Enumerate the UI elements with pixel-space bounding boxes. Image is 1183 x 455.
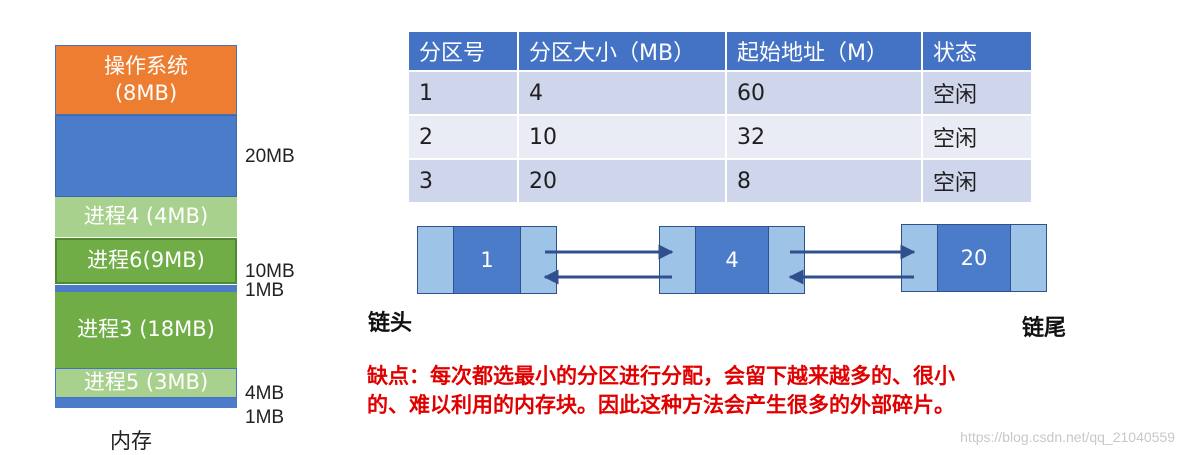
list-tail-label: 链尾 <box>1022 316 1067 341</box>
table-cell: 3 <box>407 158 519 204</box>
process4-block: 进程4 (4MB) <box>55 197 237 237</box>
node-value: 4 <box>696 227 768 293</box>
node-value: 1 <box>454 227 520 293</box>
process6-label: 进程6(9MB) <box>87 248 205 273</box>
list-node: 4 <box>659 226 805 294</box>
node-prev-pointer <box>418 227 454 293</box>
memory-caption: 内存 <box>110 429 152 453</box>
table-header: 状态 <box>921 30 1033 72</box>
table-cell: 8 <box>725 158 923 204</box>
node-next-pointer <box>1010 225 1046 291</box>
table-row: 3 20 8 空闲 <box>407 158 1033 204</box>
table-cell: 2 <box>407 114 519 160</box>
process3-label: 进程3 (18MB) <box>77 317 215 342</box>
table-header-row: 分区号 分区大小（MB） 起始地址（M） 状态 <box>407 30 1033 72</box>
size-label-1mb-a: 1MB <box>245 280 285 301</box>
table-header: 起始地址（M） <box>725 30 923 72</box>
list-node: 1 <box>417 226 557 294</box>
size-label-10mb: 10MB <box>245 261 295 282</box>
table-row: 1 4 60 空闲 <box>407 70 1033 116</box>
process3-block: 进程3 (18MB) <box>55 292 237 368</box>
drawback-note: 缺点：每次都选最小的分区进行分配，会留下越来越多的、很小 的、难以利用的内存块。… <box>367 362 1147 421</box>
process6-block: 进程6(9MB) <box>55 238 237 284</box>
table-row: 2 10 32 空闲 <box>407 114 1033 160</box>
table-header: 分区大小（MB） <box>517 30 727 72</box>
table-cell: 10 <box>517 114 727 160</box>
table-cell: 1 <box>407 70 519 116</box>
table-cell: 空闲 <box>921 114 1033 160</box>
table-cell: 20 <box>517 158 727 204</box>
table-header: 分区号 <box>407 30 519 72</box>
free-block-1mb-a <box>55 285 237 292</box>
node-prev-pointer <box>660 227 696 293</box>
list-node: 20 <box>901 224 1047 292</box>
table-cell: 60 <box>725 70 923 116</box>
size-label-4mb: 4MB <box>245 383 285 404</box>
process5-label: 进程5 (3MB) <box>83 370 209 395</box>
process4-label: 进程4 (4MB) <box>83 204 209 229</box>
os-block: 操作系统 (8MB) <box>55 45 237 115</box>
free-block-20mb <box>55 115 237 197</box>
note-line: 的、难以利用的内存块。因此这种方法会产生很多的外部碎片。 <box>367 393 955 418</box>
process5-block: 进程5 (3MB) <box>55 368 237 398</box>
size-label-1mb-b: 1MB <box>245 407 285 428</box>
node-value: 20 <box>938 225 1010 291</box>
table-cell: 4 <box>517 70 727 116</box>
table-cell: 空闲 <box>921 158 1033 204</box>
list-head-label: 链头 <box>368 311 413 336</box>
watermark: https://blog.csdn.net/qq_21040559 <box>960 429 1175 445</box>
note-line: 缺点：每次都选最小的分区进行分配，会留下越来越多的、很小 <box>367 364 955 388</box>
partition-table: 分区号 分区大小（MB） 起始地址（M） 状态 1 4 60 空闲 2 10 3… <box>407 30 1033 204</box>
os-size: (8MB) <box>114 81 178 105</box>
table-cell: 32 <box>725 114 923 160</box>
table-cell: 空闲 <box>921 70 1033 116</box>
free-block-1mb-b <box>55 398 237 408</box>
os-label: 操作系统 <box>104 53 188 78</box>
size-label-20mb: 20MB <box>245 146 295 167</box>
